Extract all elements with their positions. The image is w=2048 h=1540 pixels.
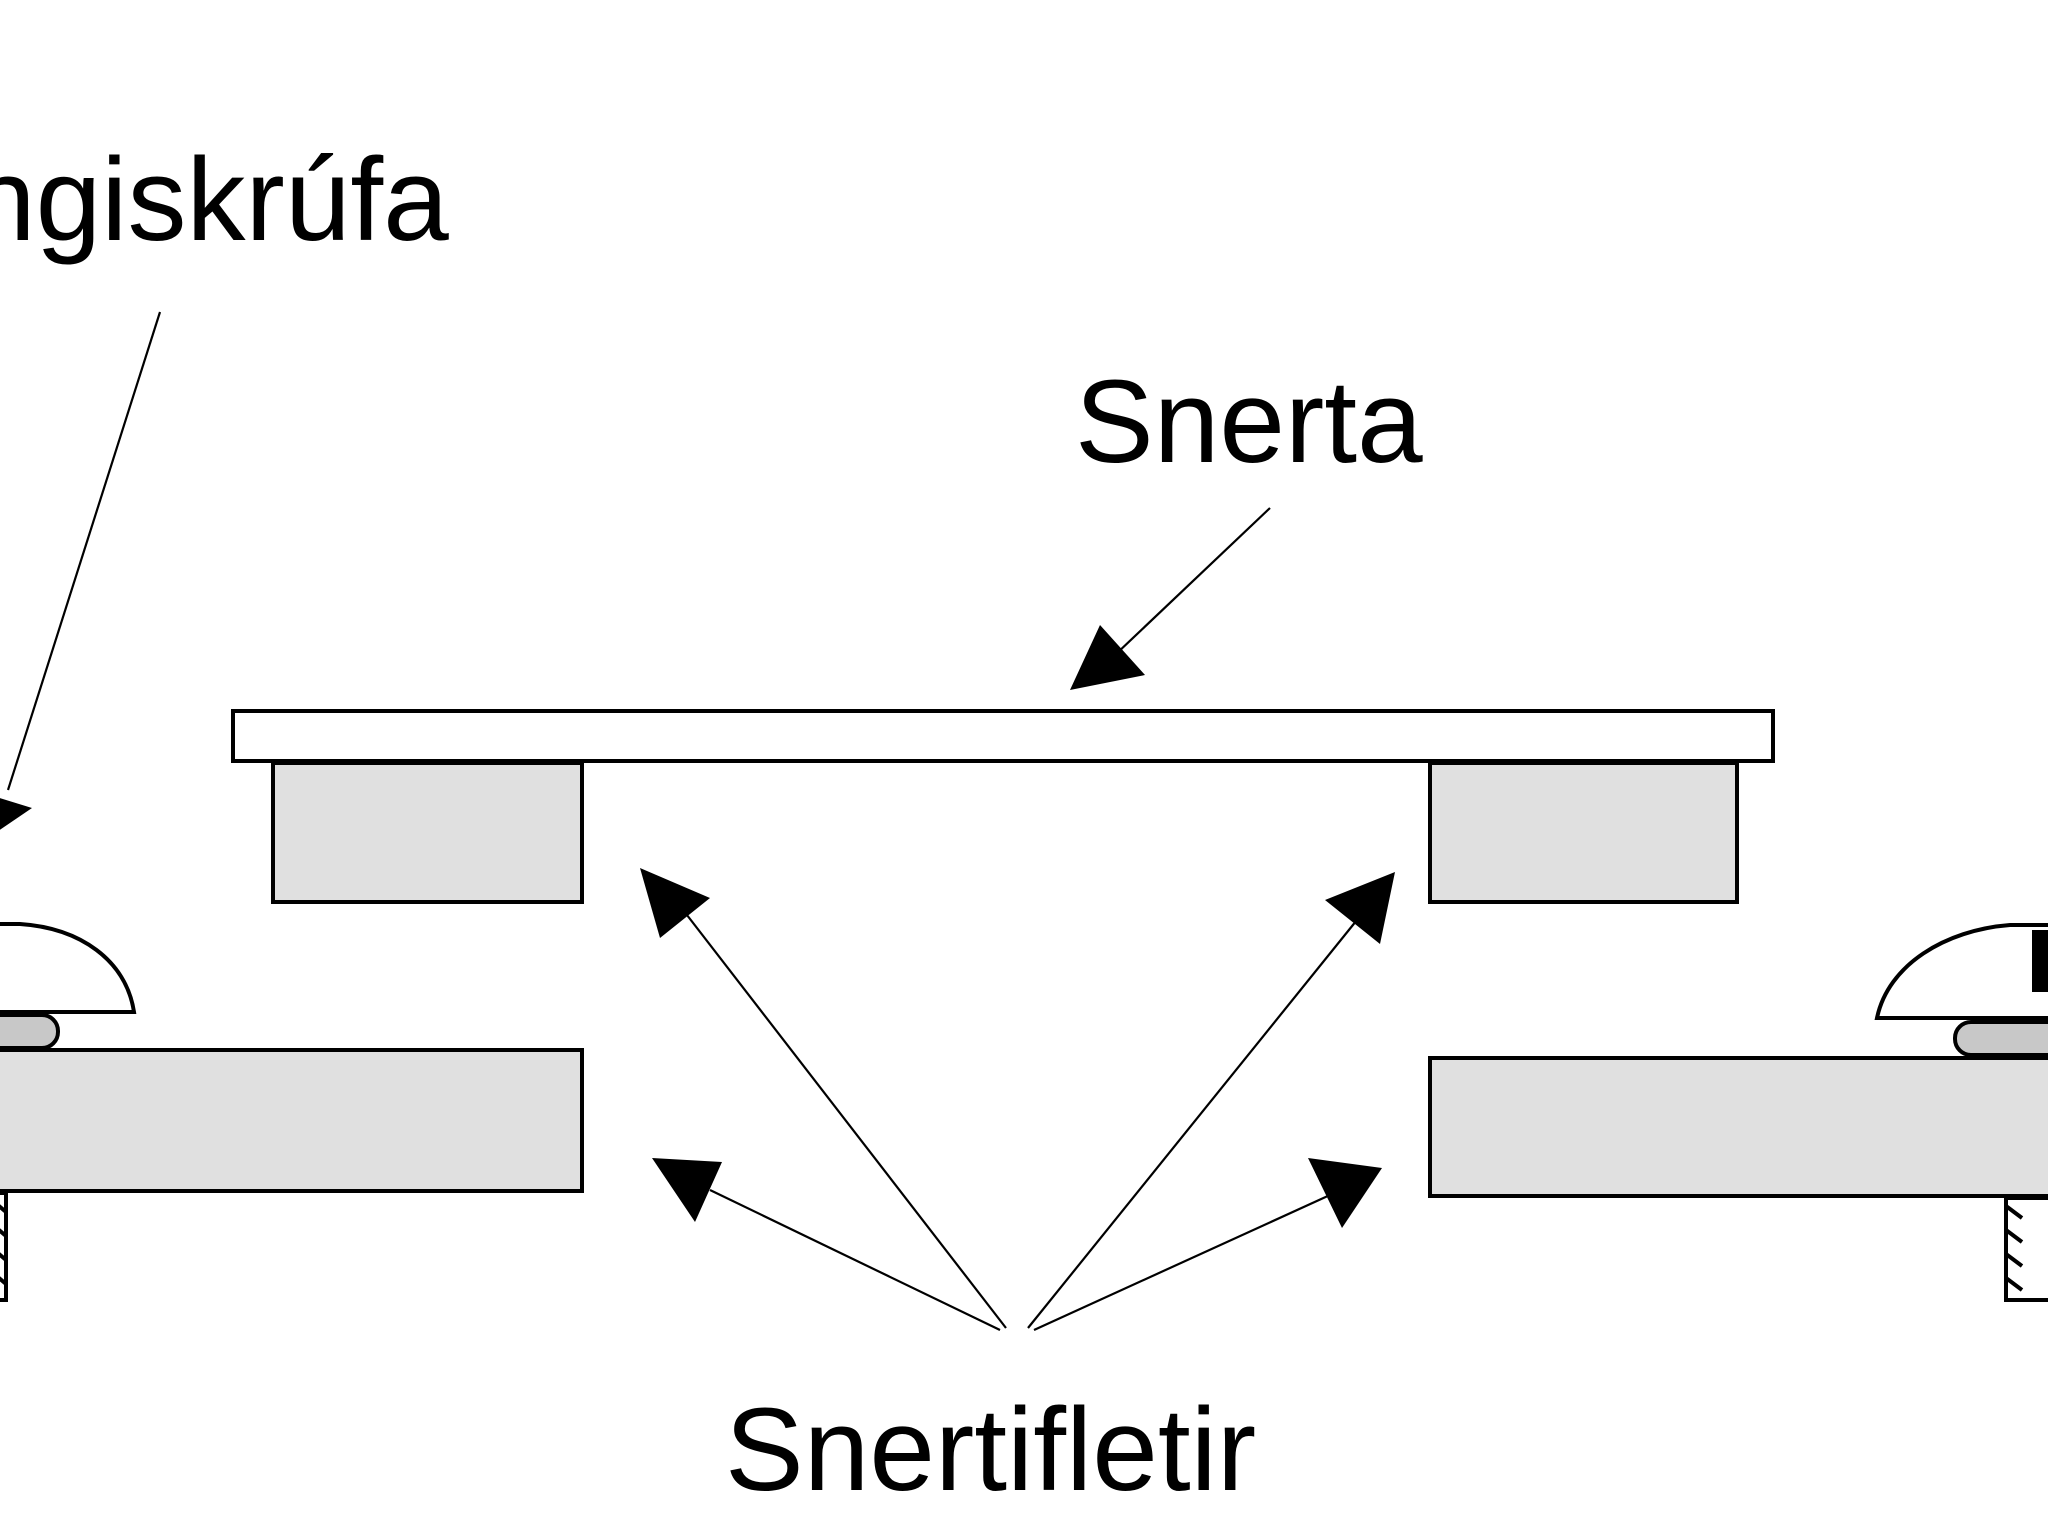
contact-surfaces-label: Snertifletir <box>725 1384 1256 1516</box>
terminal-bar-right <box>1428 1056 2048 1198</box>
contact-block-left <box>271 761 584 904</box>
contact-leader <box>1070 507 1271 690</box>
contact-plate <box>231 709 1775 763</box>
contact-label: Snerta <box>1075 356 1423 488</box>
screw-left <box>0 922 137 1302</box>
screw-right <box>1874 923 2048 1302</box>
surfaces-leaders <box>640 868 1395 1332</box>
terminal-bar-left <box>0 1048 584 1193</box>
contact-block-right <box>1428 761 1739 904</box>
screw-leader <box>0 311 162 830</box>
screw-label: ngiskrúfa <box>0 134 449 266</box>
